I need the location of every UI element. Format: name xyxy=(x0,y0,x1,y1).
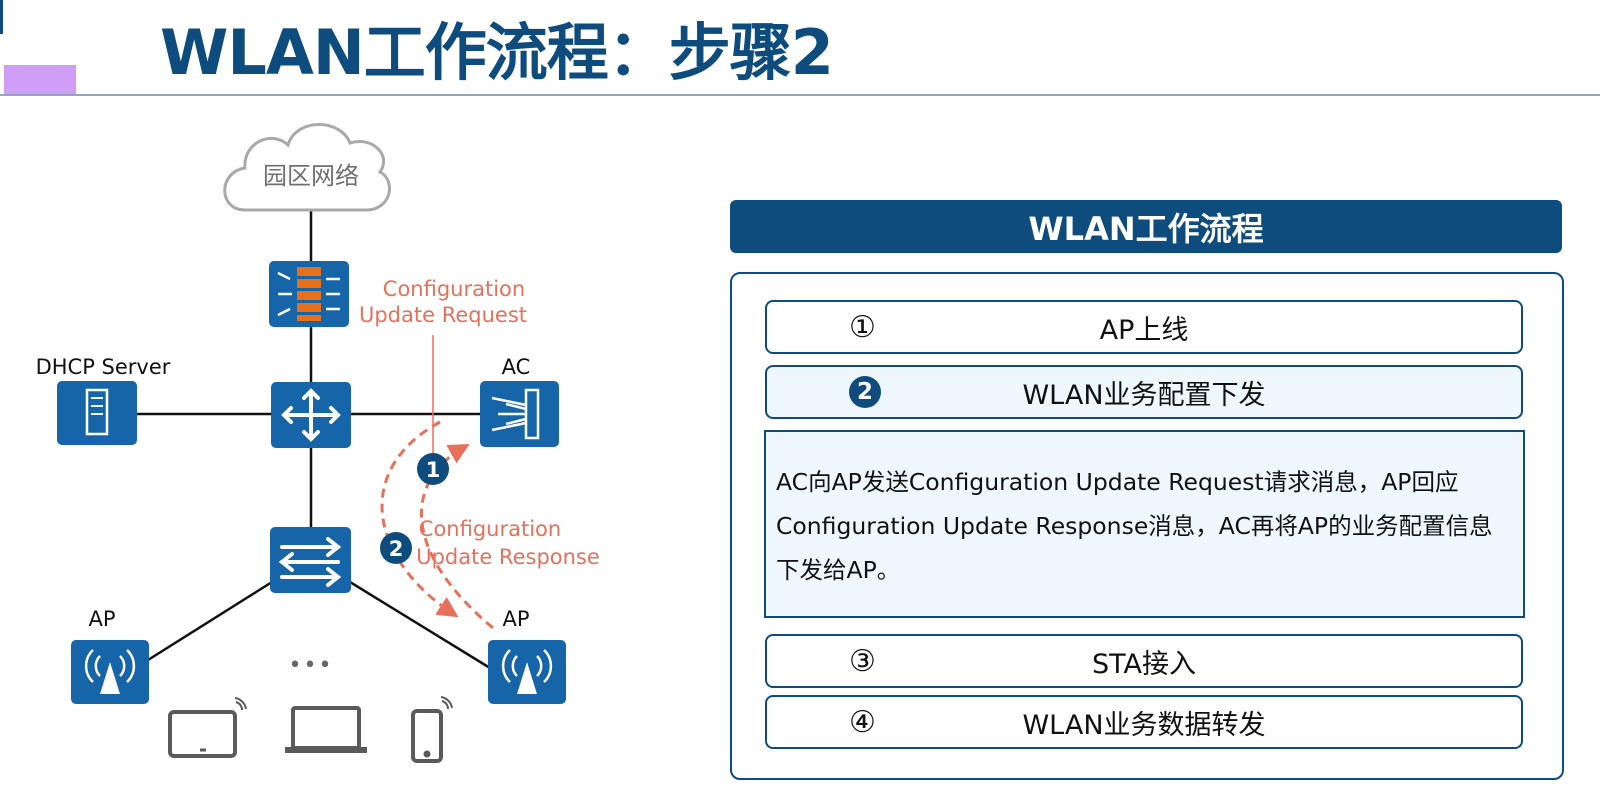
workflow-panel-frame xyxy=(730,272,1564,780)
step-1-label: AP上线 xyxy=(1099,314,1189,346)
ap-right-label: AP xyxy=(502,607,529,631)
dhcp-label: DHCP Server xyxy=(36,355,171,379)
svg-text:1: 1 xyxy=(426,458,441,482)
step-3-sta-access[interactable]: ③ STA接入 xyxy=(765,634,1523,688)
access-controller-icon xyxy=(480,381,559,447)
firewall-icon xyxy=(269,261,349,327)
core-router-icon xyxy=(271,382,351,448)
title-accent-block xyxy=(4,65,76,94)
step-2-description: AC向AP发送Configuration Update Request请求消息，… xyxy=(764,430,1525,618)
cloud-label: 园区网络 xyxy=(263,162,359,190)
tablet-icon xyxy=(168,697,247,758)
dhcp-server-icon xyxy=(57,381,137,445)
response-label-line2: Update Response xyxy=(416,545,600,569)
ap-left-icon xyxy=(71,640,149,704)
svg-text:2: 2 xyxy=(389,537,404,561)
step-2-number: 2 xyxy=(849,367,881,417)
marker-1: 1 xyxy=(417,453,449,485)
request-label-line1: Configuration xyxy=(383,277,525,301)
step-4-label: WLAN业务数据转发 xyxy=(1022,709,1266,741)
smartphone-icon xyxy=(411,696,453,763)
page-title: WLAN工作流程：步骤2 xyxy=(160,16,834,89)
campus-network-cloud-icon: 园区网络 xyxy=(223,123,391,212)
step-2-label: WLAN业务配置下发 xyxy=(1022,379,1266,411)
step-3-number: ③ xyxy=(849,643,876,679)
response-label-line1: Configuration xyxy=(419,517,561,541)
link-switch-ap-right xyxy=(349,580,491,670)
access-switch-icon xyxy=(270,527,351,593)
ac-label: AC xyxy=(502,355,531,379)
links xyxy=(136,210,491,670)
step-1-ap-online[interactable]: ① AP上线 xyxy=(765,300,1523,354)
link-switch-ap-left xyxy=(147,580,273,662)
title-divider xyxy=(0,94,1600,96)
step-4-data-forwarding[interactable]: ④ WLAN业务数据转发 xyxy=(765,695,1523,749)
request-label-line2: Update Request xyxy=(359,303,527,327)
config-data-arrow xyxy=(380,420,459,618)
network-diagram: 园区网络 DHCP Server xyxy=(36,123,600,763)
step-1-number: ① xyxy=(849,309,876,345)
laptop-icon xyxy=(285,706,367,753)
step-2-config-delivery[interactable]: 2 WLAN业务配置下发 xyxy=(765,365,1523,419)
more-devices-ellipsis: ••• xyxy=(289,653,334,678)
ap-left-label: AP xyxy=(88,607,115,631)
ap-right-icon xyxy=(488,640,566,704)
marker-2: 2 xyxy=(380,532,412,564)
step-4-number: ④ xyxy=(849,704,876,740)
title-accent-bar xyxy=(0,0,3,34)
workflow-panel-header: WLAN工作流程 xyxy=(730,200,1562,253)
step-3-label: STA接入 xyxy=(1091,648,1196,680)
